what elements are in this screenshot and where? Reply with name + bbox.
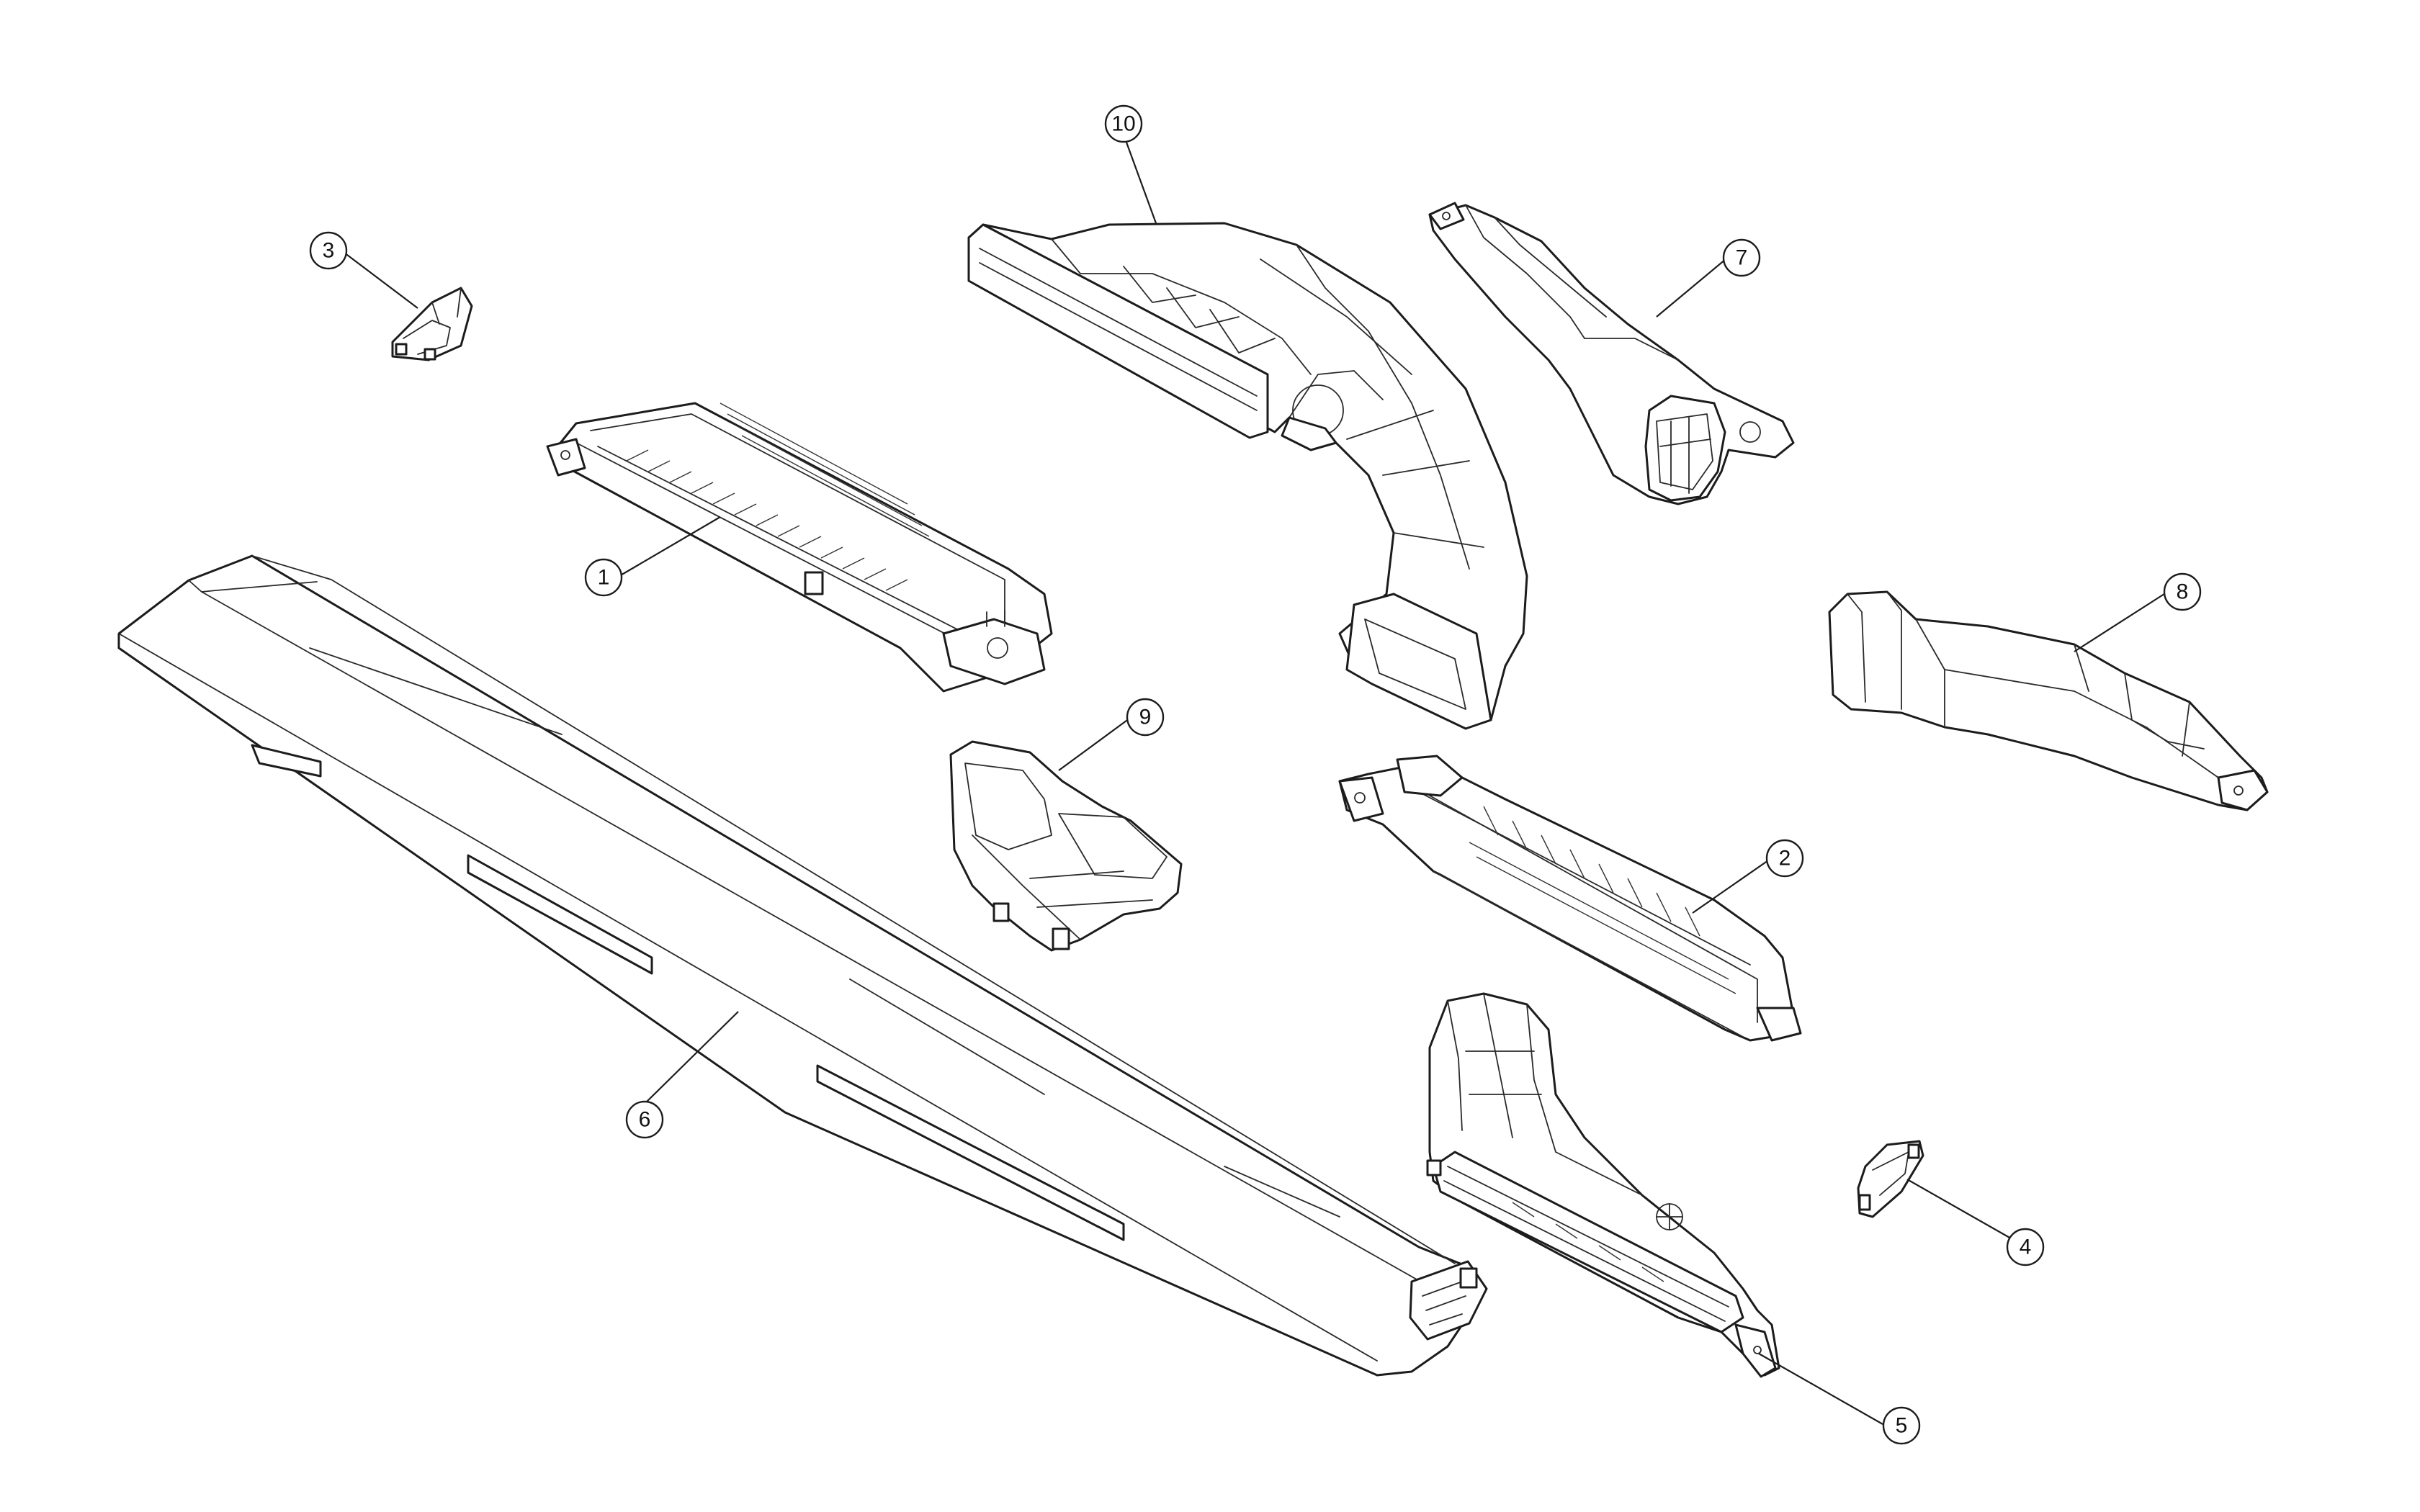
callout-2: 2: [1765, 839, 1804, 878]
callout-4: 4: [2006, 1228, 2045, 1266]
callout-9-label: 9: [1139, 706, 1152, 729]
leader-6: [646, 1011, 739, 1102]
callout-8: 8: [2163, 572, 2202, 611]
leader-lines: [344, 140, 2167, 1425]
part-1-vent-housing: [546, 402, 1053, 693]
part-8-right-air-duct: [1828, 590, 2269, 811]
callout-10-label: 10: [1111, 112, 1135, 136]
leader-3: [344, 252, 418, 309]
part-10-main-air-duct: [967, 222, 1528, 730]
callout-3: 3: [309, 231, 348, 270]
callout-5-label: 5: [1896, 1414, 1908, 1438]
leader-5: [1758, 1353, 1883, 1425]
part-4-clip-bracket: [1857, 1140, 1924, 1218]
callout-4-label: 4: [2020, 1236, 2032, 1259]
leader-2: [1692, 858, 1771, 914]
callout-3-label: 3: [323, 239, 335, 263]
callout-5: 5: [1882, 1406, 1921, 1445]
leader-4: [1906, 1179, 2012, 1239]
part-7-side-air-duct: [1428, 202, 1795, 505]
part-2-right-vent-housing: [1338, 755, 1802, 1042]
callout-6: 6: [625, 1100, 664, 1139]
part-6-dash-trim-panel: [117, 554, 1488, 1377]
callout-1: 1: [584, 558, 623, 597]
leader-8: [2074, 592, 2167, 652]
callout-6-label: 6: [639, 1108, 651, 1132]
callout-7-label: 7: [1736, 246, 1748, 270]
leader-9: [1058, 718, 1130, 771]
part-5-lower-vent-duct: [1426, 992, 1780, 1378]
callout-9: 9: [1126, 698, 1165, 737]
part-3-clip-bracket: [391, 287, 473, 361]
callout-10: 10: [1104, 104, 1143, 143]
callout-1-label: 1: [598, 566, 610, 590]
callout-7: 7: [1722, 238, 1761, 277]
leader-7: [1656, 258, 1726, 318]
part-9-center-air-duct: [949, 740, 1183, 952]
callout-2-label: 2: [1779, 847, 1791, 870]
leader-1: [619, 516, 721, 577]
callout-8-label: 8: [2177, 580, 2189, 604]
leader-10: [1124, 140, 1157, 224]
